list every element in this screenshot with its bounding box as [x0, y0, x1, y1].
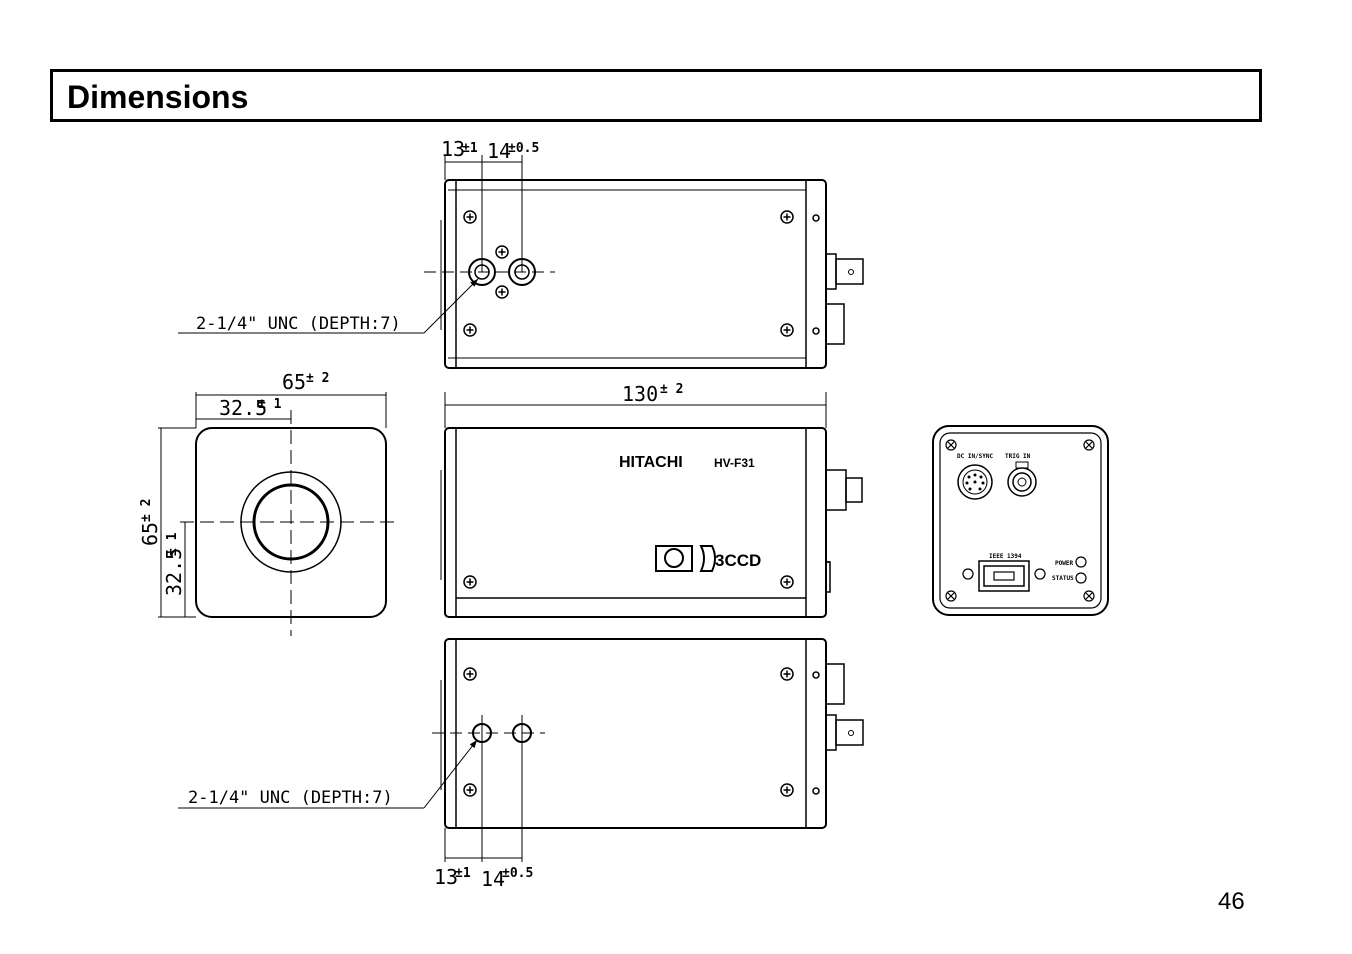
ieee1394-port-icon [978, 560, 1030, 592]
front-height-tol: ± 2 [139, 499, 154, 522]
top-dim-13-tol: ±1 [462, 141, 478, 156]
ieee1394-label: IEEE 1394 [989, 553, 1022, 560]
power-led-label: POWER [1055, 560, 1073, 567]
front-half-height-tol: ± 1 [165, 532, 180, 556]
trig-in-label: TRIG IN [1005, 453, 1031, 460]
power-led-icon [1075, 556, 1087, 568]
bottom-view: 2-1/4" UNC (DEPTH:7) 13 ±1 14 ±0.5 [178, 638, 864, 891]
top-dim-14-text: 14 [487, 139, 511, 163]
section-header: Dimensions [50, 69, 1262, 122]
isp-logo-icon [655, 545, 693, 572]
page-title: Dimensions [67, 79, 249, 115]
side-length-text: 130 [622, 382, 658, 406]
front-half-width-text: 32.5 [219, 396, 267, 420]
side-view: 130 ± 2 HITACHI HV-F31 3CCD [440, 382, 863, 618]
bottom-mount-note: 2-1/4" UNC (DEPTH:7) [188, 788, 393, 808]
front-half-height-text: 32.5 [162, 548, 186, 596]
status-led-label: STATUS [1052, 575, 1074, 582]
front-width-text: 65 [282, 370, 306, 394]
side-length-tol: ± 2 [660, 382, 683, 397]
bottom-dim-13-text: 13 [434, 865, 458, 889]
front-height-text: 65 [138, 522, 162, 546]
top-mount-note: 2-1/4" UNC (DEPTH:7) [196, 314, 401, 334]
status-led-icon [1075, 572, 1087, 584]
dc-in-label: DC IN/SYNC [957, 453, 994, 460]
top-view: 13 ±1 14 ±0.5 2-1/4" UNC (DEPTH:7) [178, 137, 864, 369]
ccd-logo: 3CCD [715, 551, 761, 570]
front-view: 65 ± 2 32.5 ± 1 65 ± 2 32.5 ± 1 [138, 370, 394, 636]
page-number: 46 [1218, 888, 1245, 915]
top-dim-13-text: 13 [441, 137, 465, 161]
ccd-logo-icon [699, 545, 716, 572]
bottom-dim-14-text: 14 [481, 867, 505, 891]
front-width-tol: ± 2 [306, 371, 329, 386]
rear-panel-view: DC IN/SYNC TRIG IN IEEE 1394 POWER STATU… [932, 425, 1109, 616]
dc-in-connector-icon [957, 464, 993, 500]
bottom-dim-13-tol: ±1 [455, 866, 471, 881]
front-half-width-tol: ± 1 [258, 397, 282, 412]
top-dim-14-tol: ±0.5 [508, 141, 539, 156]
trig-in-connector-icon [1007, 467, 1037, 497]
model-logo: HV-F31 [714, 456, 755, 470]
bottom-dim-14-tol: ±0.5 [502, 866, 533, 881]
hitachi-logo: HITACHI [619, 454, 683, 471]
